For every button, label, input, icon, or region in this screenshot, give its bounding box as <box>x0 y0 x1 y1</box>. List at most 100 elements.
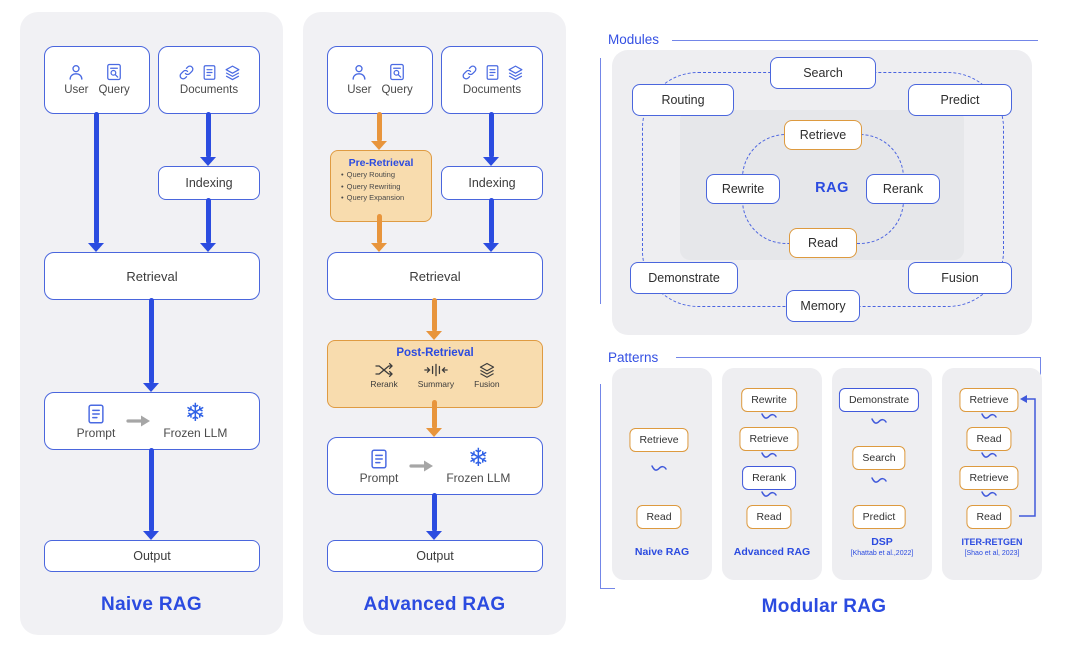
output-label: Output <box>133 549 171 563</box>
advanced-rag-title: Advanced RAG <box>363 594 506 615</box>
indexing-label: Indexing <box>185 176 233 190</box>
pattern-step: Read <box>966 505 1012 529</box>
pattern-citation: [Khattab et al.,2022] <box>850 550 914 557</box>
pattern-step-label: Retrieve <box>639 434 679 446</box>
documents-box: Documents <box>158 46 260 114</box>
pattern-name: Advanced RAG <box>733 546 811 558</box>
pattern-step: Retrieve <box>629 428 689 452</box>
pre-retrieval-item: Query Expansion <box>346 193 405 203</box>
user-query-box: User Query <box>44 46 150 114</box>
prompt-item: Prompt <box>76 403 116 440</box>
link-icon <box>179 65 193 80</box>
frozen-llm-item: ❄ Frozen LLM <box>163 399 227 441</box>
flow-connector <box>651 465 667 471</box>
flow-arrow-query-preretrieval <box>370 112 388 150</box>
documents-box: Documents <box>441 46 543 114</box>
module-read: Read <box>789 228 857 258</box>
user-icon <box>352 64 366 80</box>
pattern-step: Retrieve <box>959 388 1019 412</box>
flow-arrow-documents-indexing <box>482 112 500 166</box>
module-search: Search <box>770 57 876 89</box>
pattern-step: Demonstrate <box>838 388 920 412</box>
link-icon <box>462 65 476 80</box>
modular-rag-panel: Modules Search Routing Predict Retrieve … <box>586 12 1062 635</box>
pattern-column-advanced-rag: Rewrite Retrieve Rerank Read Advanced RA… <box>722 368 822 580</box>
flow-connector <box>981 491 997 497</box>
retrieval-label: Retrieval <box>409 268 461 284</box>
document-icon <box>203 65 215 80</box>
user-query-box: User Query <box>327 46 433 114</box>
flow-connector <box>761 491 777 497</box>
snowflake-icon: ❄ <box>184 399 206 427</box>
flow-connector <box>981 413 997 419</box>
module-routing: Routing <box>632 84 734 116</box>
output-label: Output <box>416 549 454 563</box>
flow-arrow-preretrieval-retrieval <box>370 214 388 252</box>
patterns-bracket-line <box>600 384 615 589</box>
output-box: Output <box>44 540 260 572</box>
user-icon <box>69 64 83 80</box>
iteration-loop-arrow <box>1019 395 1036 517</box>
flow-connector <box>761 413 777 419</box>
query-item: Query <box>98 62 130 96</box>
pre-retrieval-box: Pre-Retrieval Query Routing Query Rewrit… <box>330 150 432 222</box>
flow-arrow-query-retrieval <box>87 112 105 252</box>
indexing-label: Indexing <box>468 176 516 190</box>
module-fusion-label: Fusion <box>941 271 979 285</box>
shuffle-icon <box>375 362 393 378</box>
module-memory: Memory <box>786 290 860 322</box>
pattern-name: ITER-RETGEN <box>961 537 1023 547</box>
module-demonstrate: Demonstrate <box>630 262 738 294</box>
document-icon <box>88 404 104 423</box>
module-predict-label: Predict <box>940 93 980 107</box>
flow-connector <box>981 452 997 458</box>
layers-icon <box>225 65 239 81</box>
modules-label: Modules <box>608 32 660 47</box>
arrow-right-icon <box>409 460 434 472</box>
layers-icon <box>508 65 522 81</box>
output-box: Output <box>327 540 543 572</box>
module-rewrite-label: Rewrite <box>721 182 765 196</box>
flow-connector <box>871 418 887 424</box>
module-search-label: Search <box>803 66 843 80</box>
flow-arrow-documents-indexing <box>199 112 217 166</box>
pattern-step: Retrieve <box>959 466 1019 490</box>
modules-rule <box>672 40 1038 41</box>
retrieval-box: Retrieval <box>44 252 260 300</box>
arrow-right-icon <box>126 415 151 427</box>
pattern-column-naive-rag: Retrieve Read Naive RAG <box>612 368 712 580</box>
user-label: User <box>64 83 89 96</box>
naive-rag-panel: User Query Documents Indexing Retrieval … <box>20 12 283 635</box>
flow-arrow-indexing-retrieval <box>199 198 217 252</box>
module-rerank-label: Rerank <box>882 182 924 196</box>
query-item: Query <box>381 62 413 96</box>
flow-connector <box>761 452 777 458</box>
module-demonstrate-label: Demonstrate <box>648 271 720 285</box>
prompt-label: Prompt <box>76 425 116 440</box>
pattern-step: Read <box>966 427 1012 451</box>
prompt-llm-box: Prompt ❄ Frozen LLM <box>327 437 543 495</box>
summary-label: Summary <box>417 379 455 389</box>
pattern-step: Read <box>636 505 682 529</box>
summary-item: Summary <box>418 362 454 389</box>
module-memory-label: Memory <box>800 299 846 313</box>
document-icon <box>486 65 498 80</box>
pattern-citation: [Shao et al, 2023] <box>964 550 1020 557</box>
pattern-name: DSP <box>871 536 893 548</box>
flow-arrow-retrieval-prompt <box>142 298 160 392</box>
flow-arrow-prompt-output <box>142 448 160 540</box>
modules-bracket-line <box>600 58 601 304</box>
pattern-step-label: Retrieve <box>969 394 1009 406</box>
rag-core-label: RAG <box>815 180 849 196</box>
pattern-step-label: Read <box>756 511 782 523</box>
user-item: User <box>64 62 88 96</box>
retrieval-box: Retrieval <box>327 252 543 300</box>
module-routing-label: Routing <box>661 93 705 107</box>
post-retrieval-title: Post-Retrieval <box>396 347 474 359</box>
flow-arrow-indexing-retrieval <box>482 198 500 252</box>
compress-icon <box>424 363 448 377</box>
pattern-step-label: Retrieve <box>749 433 789 445</box>
patterns-rule <box>676 357 1041 380</box>
indexing-box: Indexing <box>158 166 260 200</box>
rerank-item: Rerank <box>370 362 398 389</box>
